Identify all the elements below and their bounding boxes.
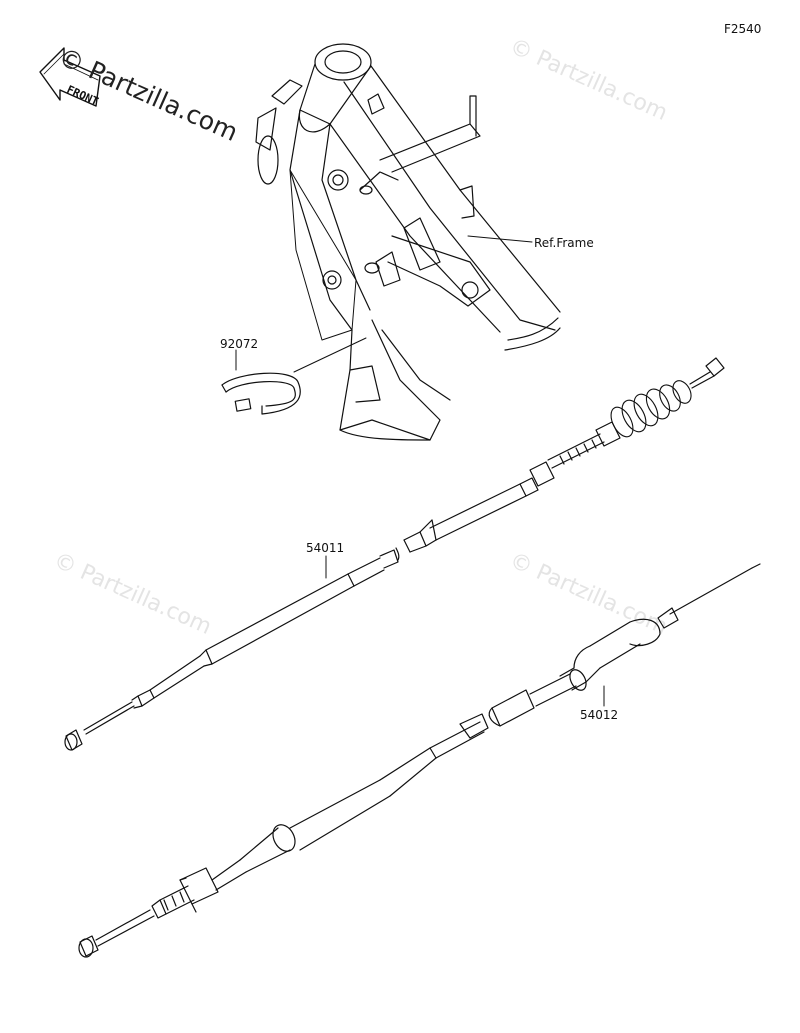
clamp-band-drawing	[221, 372, 301, 415]
leader-line	[293, 337, 367, 373]
frame-drawing	[255, 43, 561, 441]
throttle-cable-drawing	[78, 563, 761, 958]
leader-line	[467, 235, 533, 243]
part-label-92072[interactable]: 92072	[220, 337, 259, 351]
part-label-frame[interactable]: Ref.Frame	[534, 236, 594, 250]
clutch-cable-drawing	[64, 357, 725, 751]
diagram-code: F2540	[724, 22, 762, 36]
part-label-54012[interactable]: 54012	[580, 708, 619, 722]
part-label-54011[interactable]: 54011	[306, 541, 345, 555]
